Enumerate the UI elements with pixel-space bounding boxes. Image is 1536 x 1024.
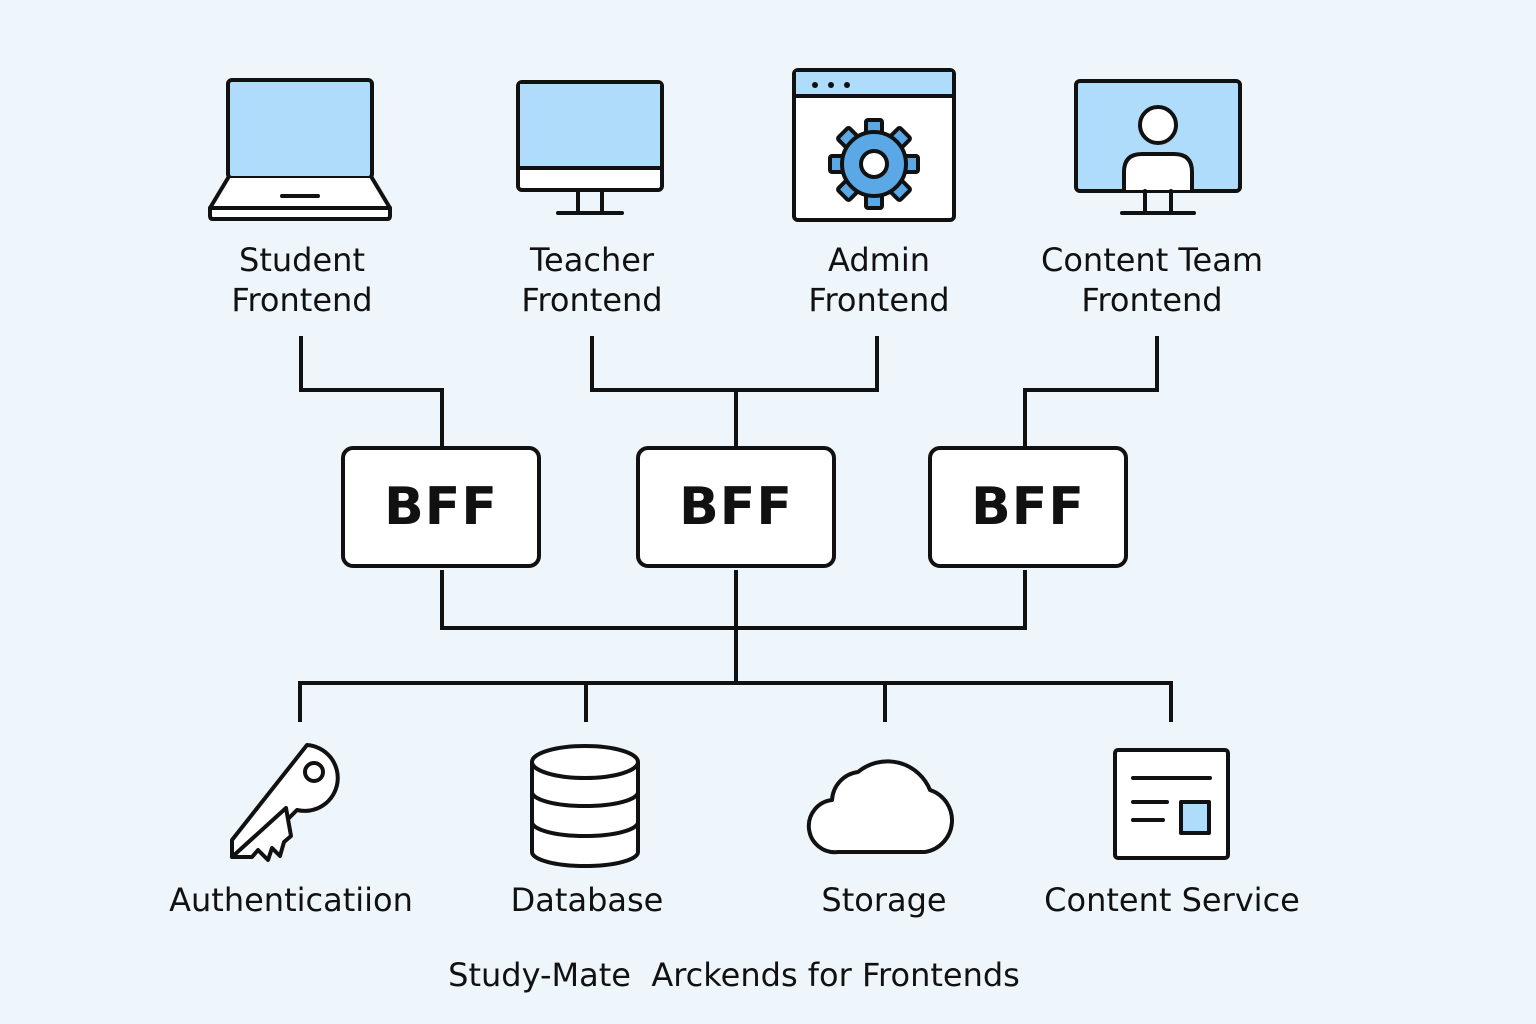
settings-window-icon	[792, 68, 956, 222]
laptop-icon	[208, 78, 392, 221]
service-label-database: Database	[510, 881, 664, 919]
cloud-icon	[806, 759, 954, 855]
bff-box-2: BFF	[636, 446, 836, 568]
bff-box-3: BFF	[928, 446, 1128, 568]
bff-label: BFF	[679, 477, 793, 537]
bff-label: BFF	[384, 477, 498, 537]
document-icon	[1113, 748, 1230, 860]
database-icon	[530, 744, 640, 868]
user-monitor-icon	[1074, 79, 1242, 215]
bff-label: BFF	[971, 477, 1085, 537]
connector-lines	[298, 336, 1173, 722]
monitor-icon	[516, 80, 664, 215]
bff-box-1: BFF	[341, 446, 541, 568]
gear-icon	[828, 118, 920, 210]
service-label-authentication: Authenticatiion	[169, 881, 413, 919]
service-label-storage: Storage	[821, 881, 947, 919]
diagram-caption: Study-Mate Arckends for Frontends	[448, 956, 1020, 994]
key-icon	[230, 743, 340, 862]
service-label-content-service: Content Service	[1044, 881, 1300, 919]
